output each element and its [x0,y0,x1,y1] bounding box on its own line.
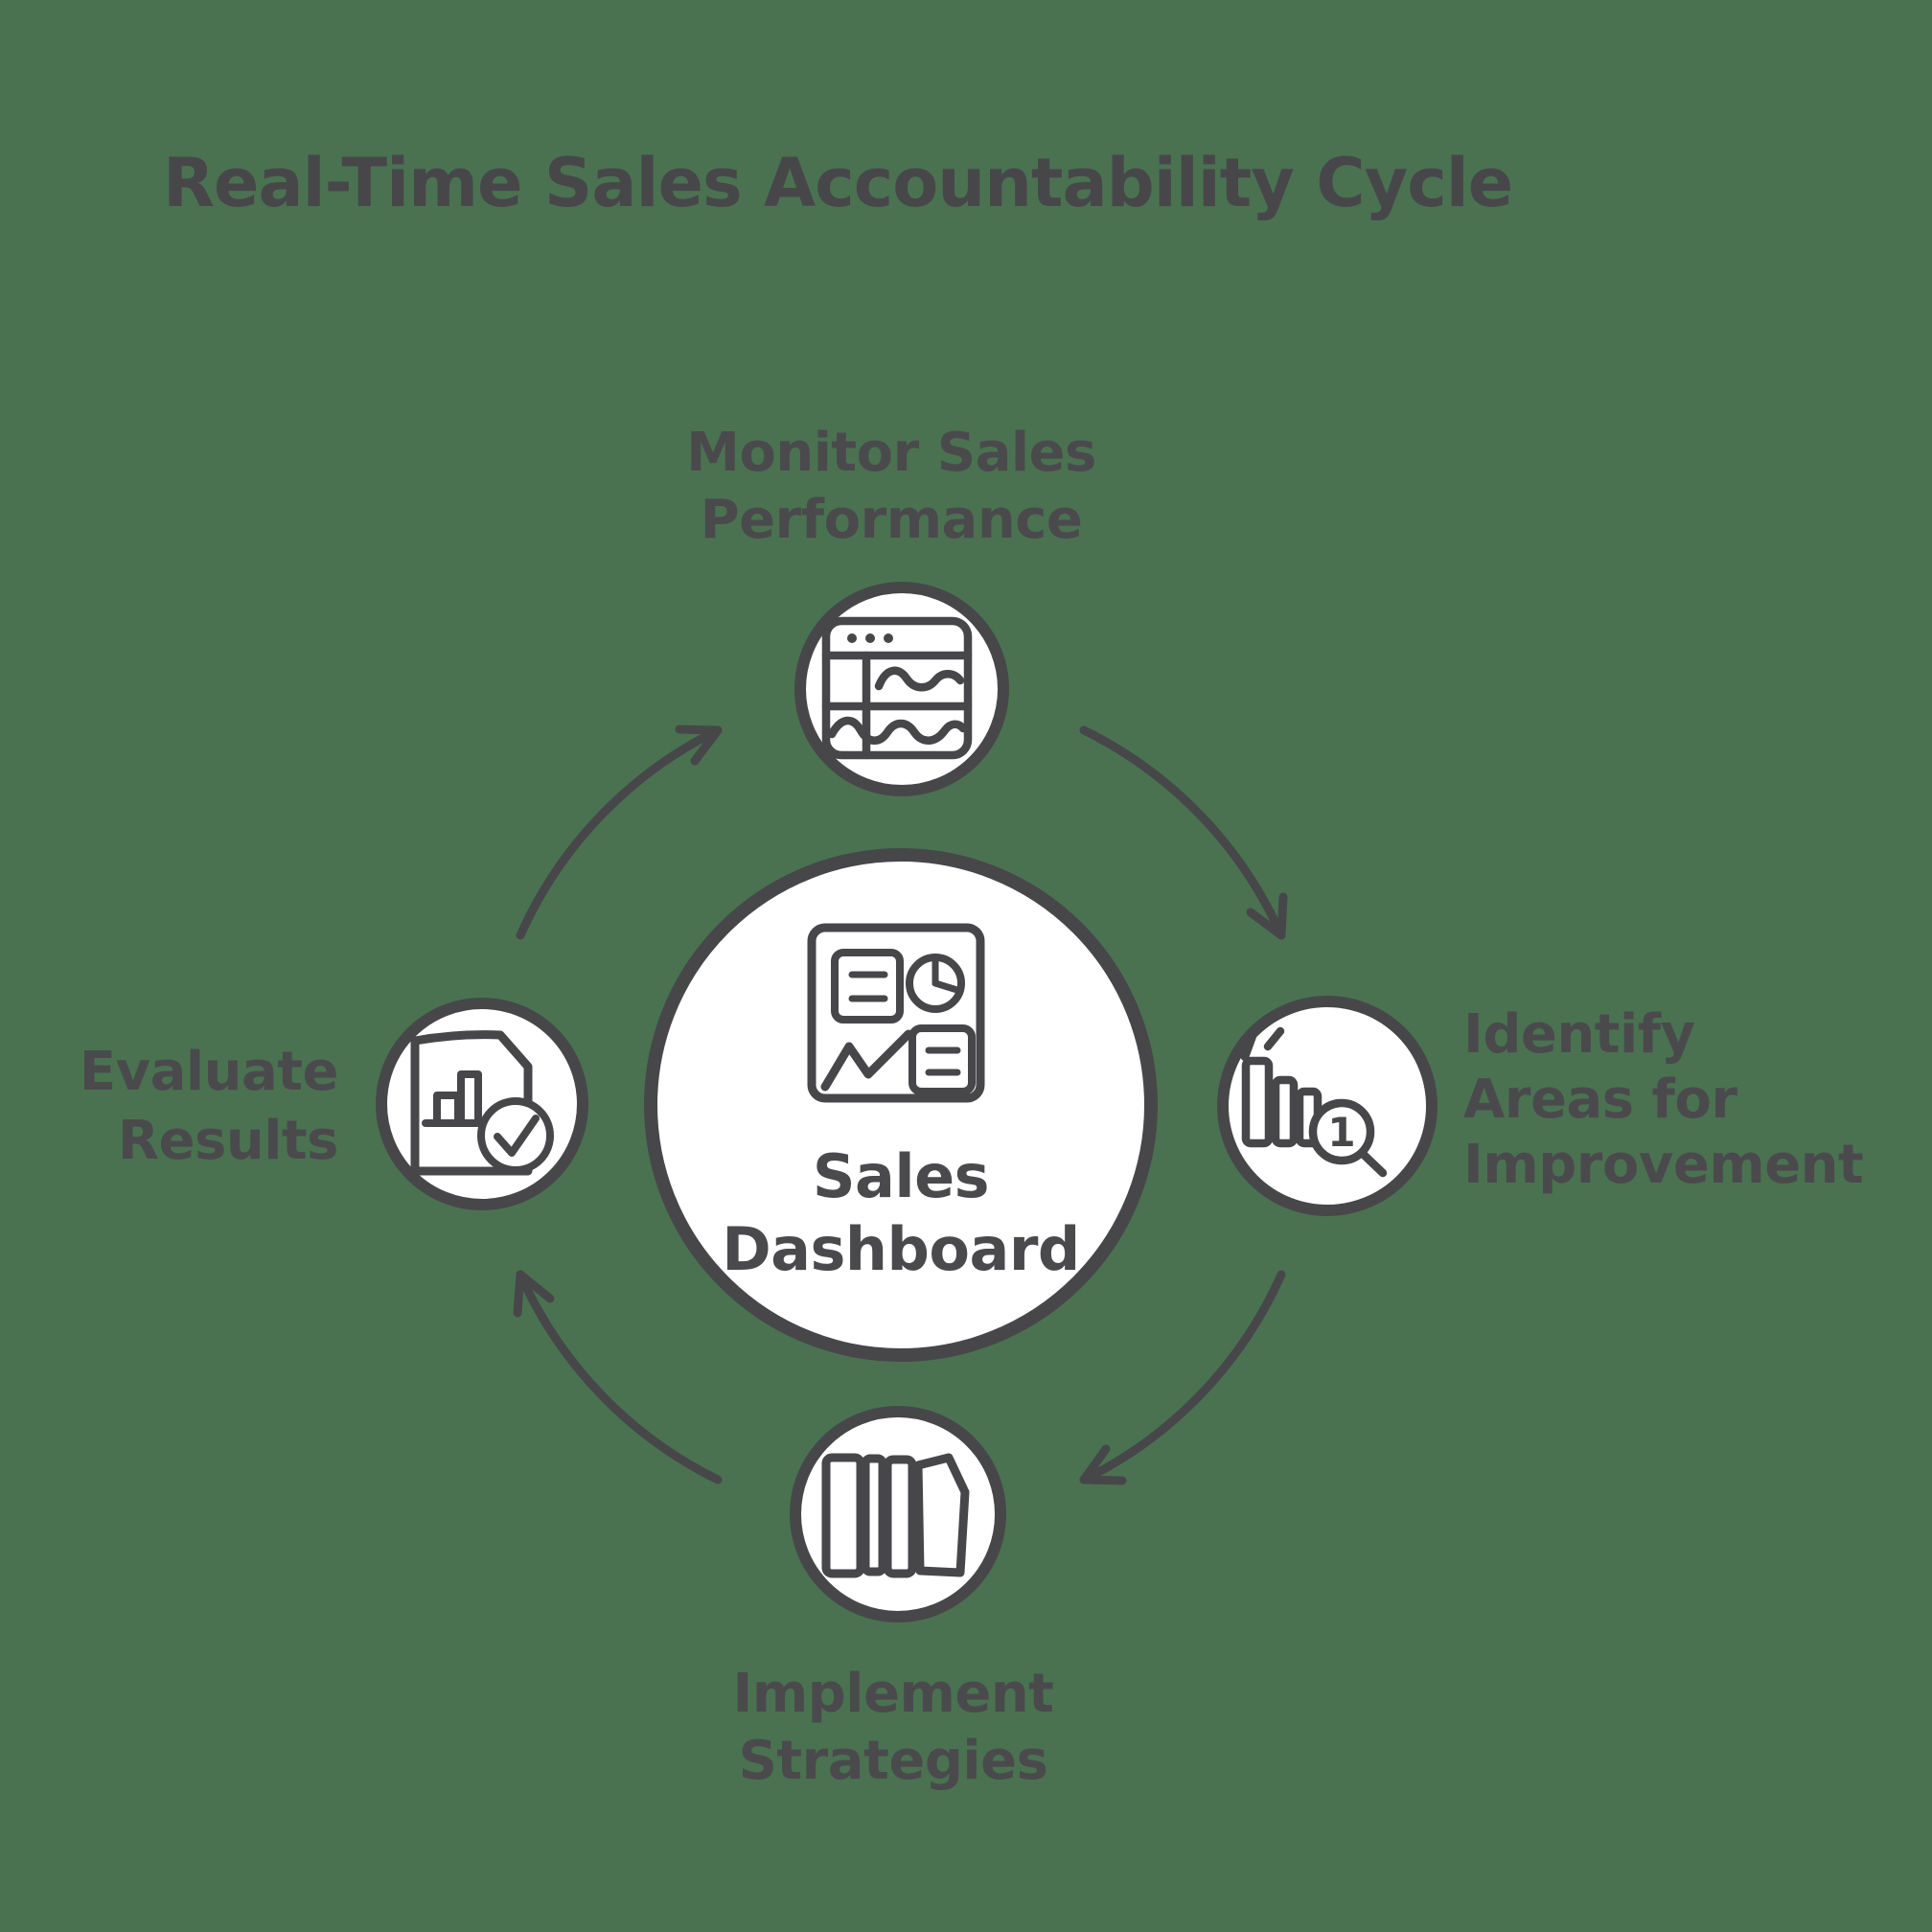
label-line: Implement [732,1663,1054,1725]
label-line: Performance [700,489,1083,551]
arrow-evaluate-to-monitor [516,724,723,940]
label-line: Identify [1463,1003,1695,1066]
arrow-implement-to-evaluate [513,1270,723,1484]
label-line: Dashboard [722,1214,1080,1284]
label-identify-areas-for-improvement: Identify Areas for Improvement [1463,1002,1914,1198]
dashboard-icon [807,923,985,1103]
label-line: Improvement [1463,1134,1864,1196]
label-line: Monitor Sales [686,422,1096,484]
magnifier-digit: 1 [1327,1109,1355,1156]
label-line: Sales [812,1141,990,1211]
report-check-icon [410,1030,554,1176]
label-line: Evaluate [79,1041,339,1103]
label-evaluate-results: Evaluate Results [51,1038,339,1176]
analytics-window-icon [821,616,973,760]
books-icon [821,1453,970,1578]
center-node-circle [644,848,1158,1362]
arrow-monitor-to-identify [1079,725,1288,940]
label-sales-dashboard: Sales Dashboard [632,1140,1169,1286]
label-line: Results [117,1110,339,1172]
arrow-identify-to-implement [1079,1270,1286,1485]
ranking-magnifier-icon: 1 [1240,1026,1388,1178]
label-line: Areas for [1463,1069,1737,1131]
diagram-title: Real-Time Sales Accountability Cycle [163,144,1513,222]
label-line: Strategies [738,1730,1048,1792]
label-implement-strategies: Implement Strategies [606,1661,1181,1795]
label-monitor-sales-performance: Monitor Sales Performance [604,420,1179,554]
